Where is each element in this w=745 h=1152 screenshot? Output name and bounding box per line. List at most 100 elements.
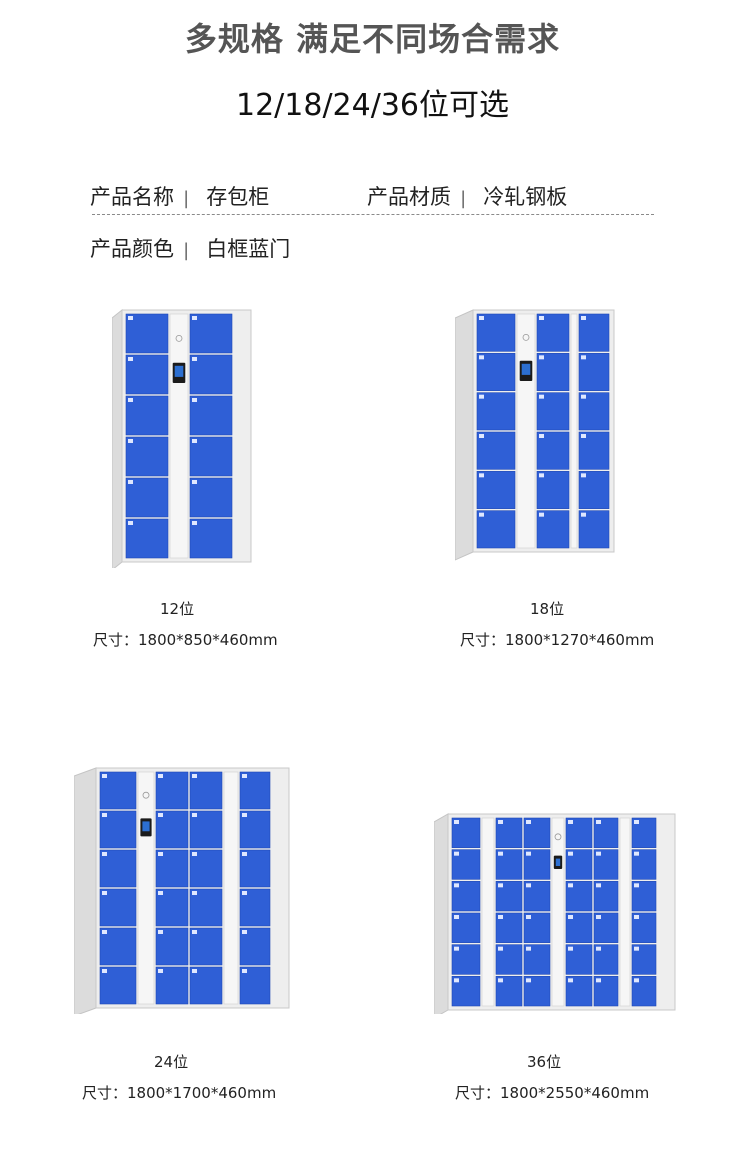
- locker-door: [578, 431, 610, 470]
- locker-door: [476, 510, 516, 549]
- door-number-tag: [498, 851, 503, 856]
- locker-door: [155, 771, 189, 810]
- cabinet-side-panel: [112, 308, 123, 568]
- control-column: [570, 313, 578, 549]
- locker-18-image: [455, 302, 615, 564]
- spec-color-label: 产品颜色: [90, 237, 174, 261]
- locker-36-image: [434, 810, 676, 1014]
- scanner-icon: [142, 791, 150, 799]
- door-number-tag: [454, 883, 459, 888]
- door-number-tag: [479, 434, 484, 438]
- locker-door: [536, 353, 570, 391]
- door-number-tag: [596, 946, 601, 951]
- locker-door: [239, 771, 271, 810]
- cabinet-side-panel: [434, 813, 449, 1014]
- spec-material-value: 冷轧钢板: [483, 185, 568, 209]
- door-number-tag: [596, 915, 601, 919]
- door-number-tag: [128, 439, 133, 443]
- locker-24-image: [74, 762, 290, 1014]
- door-number-tag: [128, 521, 133, 525]
- door-number-tag: [242, 813, 247, 817]
- locker-door: [189, 849, 223, 888]
- cabinet-side-panel: [74, 767, 97, 1014]
- control-column: [137, 771, 155, 1005]
- door-number-tag: [192, 357, 197, 361]
- screen-display: [555, 858, 561, 866]
- door-number-tag: [526, 851, 531, 856]
- door-number-tag: [539, 355, 544, 360]
- control-column: [481, 817, 495, 1007]
- spec-separator: |: [183, 188, 190, 209]
- door-number-tag: [192, 930, 197, 934]
- door-number-tag: [498, 820, 503, 824]
- door-number-tag: [102, 969, 107, 973]
- door-number-tag: [568, 820, 573, 824]
- page-headline: 多规格 满足不同场合需求: [184, 20, 561, 58]
- door-number-tag: [102, 852, 107, 856]
- door-number-tag: [102, 774, 107, 778]
- spec-name-value: 存包柜: [206, 185, 270, 209]
- locker-door: [239, 888, 271, 927]
- locker-door: [189, 313, 233, 354]
- control-column: [169, 313, 189, 559]
- locker-door: [476, 431, 516, 470]
- door-number-tag: [634, 978, 639, 983]
- door-number-tag: [128, 316, 133, 320]
- locker-door: [125, 395, 169, 436]
- door-number-tag: [581, 434, 586, 438]
- door-number-tag: [581, 355, 586, 360]
- locker-door: [476, 353, 516, 391]
- product-name-24: 24位: [154, 1053, 189, 1071]
- scanner-icon: [554, 833, 562, 841]
- spec-material-label: 产品材质: [367, 185, 451, 209]
- locker-door: [476, 313, 516, 352]
- cabinet-side-panel: [455, 309, 474, 561]
- product-size-36: 尺寸：1800*2550*460mm: [455, 1084, 650, 1102]
- door-number-tag: [526, 946, 531, 951]
- locker-door: [189, 927, 223, 966]
- locker-door: [239, 927, 271, 966]
- locker-door: [476, 392, 516, 431]
- locker-door: [536, 392, 570, 431]
- door-number-tag: [634, 820, 639, 824]
- door-number-tag: [526, 883, 531, 888]
- control-column: [516, 313, 536, 549]
- locker-door: [189, 477, 233, 518]
- product-name-18: 18位: [530, 600, 565, 618]
- locker-door: [155, 849, 189, 888]
- locker-door: [189, 354, 233, 395]
- door-number-tag: [581, 316, 586, 320]
- door-number-tag: [568, 851, 573, 856]
- locker-door: [189, 518, 233, 559]
- door-number-tag: [242, 891, 247, 895]
- door-number-tag: [192, 891, 197, 895]
- locker-door: [578, 510, 610, 549]
- door-number-tag: [192, 852, 197, 856]
- locker-door: [99, 966, 137, 1005]
- locker-door: [155, 927, 189, 966]
- door-number-tag: [581, 512, 586, 517]
- door-number-tag: [192, 813, 197, 817]
- door-number-tag: [242, 969, 247, 973]
- door-number-tag: [634, 851, 639, 856]
- door-number-tag: [454, 946, 459, 951]
- locker-door: [239, 966, 271, 1005]
- locker-door: [189, 436, 233, 477]
- door-number-tag: [634, 946, 639, 951]
- door-number-tag: [242, 852, 247, 856]
- door-number-tag: [539, 473, 544, 478]
- door-number-tag: [568, 915, 573, 919]
- door-number-tag: [568, 946, 573, 951]
- control-column: [223, 771, 239, 1005]
- door-number-tag: [498, 883, 503, 888]
- locker-door: [578, 313, 610, 352]
- spec-name-label: 产品名称: [90, 185, 174, 209]
- locker-door: [536, 431, 570, 470]
- door-number-tag: [454, 851, 459, 856]
- locker-door: [99, 888, 137, 927]
- door-number-tag: [539, 434, 544, 438]
- locker-door: [99, 927, 137, 966]
- door-number-tag: [596, 820, 601, 824]
- locker-door: [536, 313, 570, 352]
- spec-divider: [92, 214, 654, 215]
